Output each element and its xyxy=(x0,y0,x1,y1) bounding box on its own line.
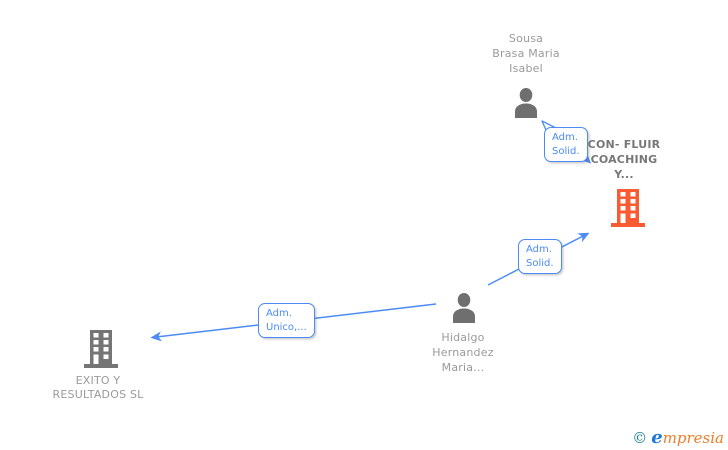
node-label-exito[interactable]: EXITO Y RESULTADOS SL xyxy=(52,374,144,401)
copyright-icon: © xyxy=(632,429,648,447)
edge-label-hidalgo-exito[interactable]: Adm. Unico,... xyxy=(258,303,315,338)
brand-text: mpresia xyxy=(662,429,724,447)
person-icon-hidalgo[interactable] xyxy=(453,293,475,323)
person-icon-sousa[interactable] xyxy=(515,88,537,118)
node-label-sousa[interactable]: Sousa Brasa Maria Isabel xyxy=(492,32,560,75)
edge-label-hidalgo-confluir[interactable]: Adm. Solid. xyxy=(518,239,562,274)
node-label-hidalgo[interactable]: Hidalgo Hernandez Maria... xyxy=(432,331,494,374)
edge-label-sousa-confluir[interactable]: Adm. Solid. xyxy=(544,127,588,162)
building-icon-exito[interactable] xyxy=(84,330,118,368)
empresia-logo[interactable]: ©empresia xyxy=(632,427,724,448)
brand-letter-e: e xyxy=(651,427,663,448)
node-label-confluir[interactable]: CON- FLUIR COACHING Y... xyxy=(587,138,661,181)
building-icon-confluir[interactable] xyxy=(611,189,645,227)
